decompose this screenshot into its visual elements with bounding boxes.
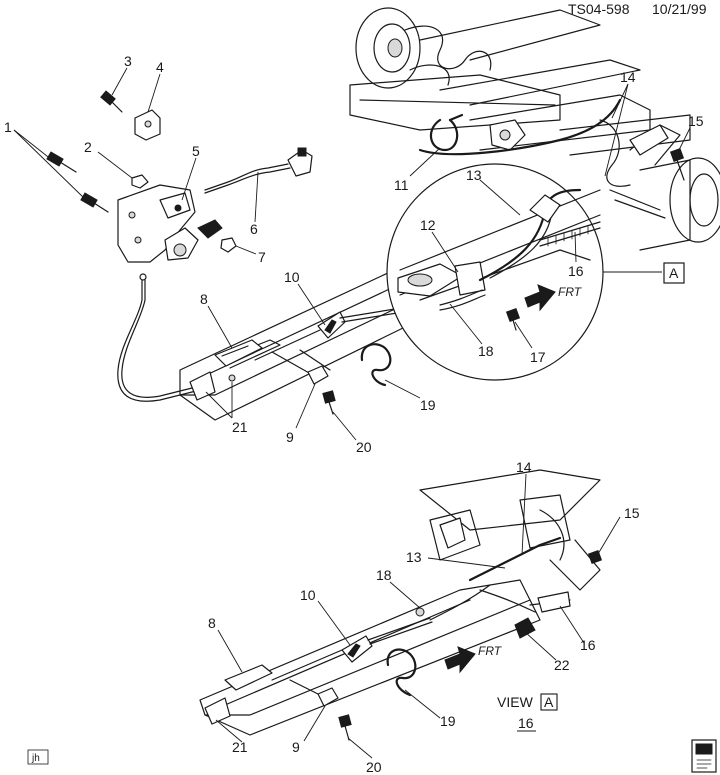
bolt-15-bottom bbox=[587, 549, 603, 565]
clip-19-bottom bbox=[386, 648, 417, 697]
view-letter: A bbox=[544, 694, 554, 710]
bolt-15-top bbox=[669, 147, 685, 181]
view-letter-box bbox=[540, 693, 558, 711]
callout-21-bottom: 21 bbox=[232, 739, 248, 755]
callout-20-top: 20 bbox=[356, 439, 372, 455]
callout-15-bottom: 15 bbox=[624, 505, 640, 521]
callout-21-top: 21 bbox=[232, 419, 248, 435]
view-number: 16 bbox=[518, 715, 534, 731]
detail-view-a-circle bbox=[386, 163, 604, 381]
callout-11: 11 bbox=[394, 177, 409, 193]
callout-16-bottom: 16 bbox=[580, 637, 596, 653]
frt-label-bottom: FRT bbox=[478, 644, 503, 658]
callout-numbers: 1 2 3 4 5 6 7 8 9 10 11 12 13 14 15 16 1… bbox=[4, 53, 704, 775]
bolt-17 bbox=[505, 307, 521, 331]
callout-15-top: 15 bbox=[688, 113, 704, 129]
callout-14-bottom: 14 bbox=[516, 459, 532, 475]
callout-9-top: 9 bbox=[286, 429, 294, 445]
parking-brake-pedal-assembly bbox=[46, 90, 313, 263]
bracket-8-top bbox=[214, 339, 263, 367]
callout-2: 2 bbox=[84, 139, 92, 155]
callout-14-top: 14 bbox=[620, 69, 636, 85]
callout-12: 12 bbox=[420, 217, 436, 233]
diagram-date: 10/21/99 bbox=[652, 1, 707, 17]
callout-20-bottom: 20 bbox=[366, 759, 382, 775]
initials: jh bbox=[31, 753, 40, 764]
callout-19-top: 19 bbox=[420, 397, 436, 413]
callout-16-top: 16 bbox=[568, 263, 584, 279]
callout-3: 3 bbox=[124, 53, 132, 69]
frame-rail-top bbox=[179, 257, 453, 421]
bracket-8-bottom bbox=[224, 664, 273, 691]
callout-10-bottom: 10 bbox=[300, 587, 316, 603]
bolt-1a bbox=[46, 151, 77, 173]
view-a-box-letter: A bbox=[669, 265, 679, 281]
frt-arrow-bottom bbox=[444, 646, 476, 674]
diagram-ref-number: TS04-598 bbox=[568, 1, 630, 17]
callout-4: 4 bbox=[156, 59, 164, 75]
callout-7: 7 bbox=[258, 249, 266, 265]
nut-2 bbox=[131, 174, 149, 189]
rear-axle-assembly bbox=[349, 7, 720, 251]
initials-box bbox=[27, 749, 49, 765]
callout-17: 17 bbox=[530, 349, 546, 365]
callout-19-bottom: 19 bbox=[440, 713, 456, 729]
callout-8-top: 8 bbox=[200, 291, 208, 307]
retainer-9-bottom bbox=[317, 687, 339, 707]
callout-18-top: 18 bbox=[478, 343, 494, 359]
callout-18-bottom: 18 bbox=[376, 567, 392, 583]
callout-5: 5 bbox=[192, 143, 200, 159]
bolt-1b bbox=[80, 192, 109, 213]
view-a-box bbox=[663, 262, 685, 284]
bracket-21-top bbox=[189, 371, 216, 401]
leader-lines bbox=[13, 67, 691, 759]
retainer-9-top bbox=[307, 365, 329, 385]
callout-1: 1 bbox=[4, 119, 12, 135]
part-22 bbox=[514, 617, 536, 639]
callout-22: 22 bbox=[554, 657, 570, 673]
callout-13-top: 13 bbox=[466, 167, 482, 183]
rear-assembly-bottom bbox=[199, 469, 603, 741]
callout-13-bottom: 13 bbox=[406, 549, 422, 565]
frt-arrow-top bbox=[524, 284, 556, 312]
bolt-3 bbox=[100, 90, 123, 113]
callout-9-bottom: 9 bbox=[292, 739, 300, 755]
bolt-20-top bbox=[322, 390, 336, 415]
frt-label-top: FRT bbox=[558, 285, 583, 299]
view-word: VIEW bbox=[497, 694, 534, 710]
callout-10-top: 10 bbox=[284, 269, 300, 285]
callout-8-bottom: 8 bbox=[208, 615, 216, 631]
bolt-20-bottom bbox=[338, 714, 352, 741]
bracket-21-bottom bbox=[204, 697, 231, 725]
document-icon bbox=[691, 739, 717, 773]
clip-11 bbox=[429, 118, 459, 152]
callout-6: 6 bbox=[250, 221, 258, 237]
clip-19-top bbox=[360, 343, 392, 387]
